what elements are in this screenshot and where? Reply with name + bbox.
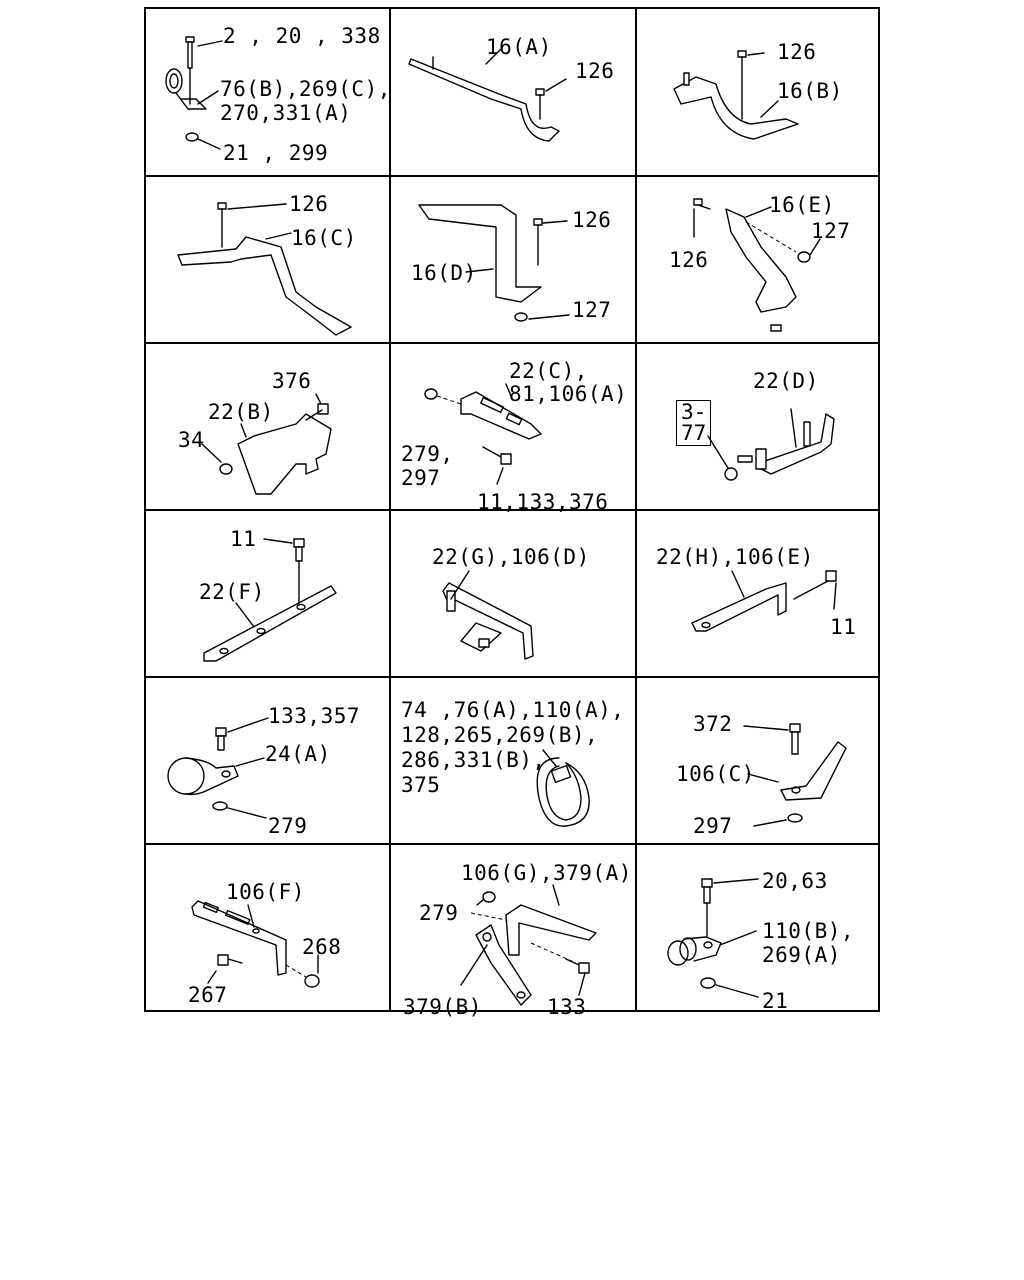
plate-22f-drawing: [203, 538, 337, 662]
part-label: 16(B): [777, 79, 843, 103]
bracket-22b-drawing: [201, 393, 332, 495]
part-label: 279: [419, 901, 459, 925]
part-label: 76(B),269(C),: [220, 77, 391, 101]
part-label: 372: [693, 712, 733, 736]
part-label: 297: [401, 466, 441, 490]
part-label: 267: [188, 983, 228, 1007]
part-label: 106(F): [226, 880, 305, 904]
parts-diagram-grid: 2 , 20 , 338 76(B),269(C), 270,331(A) 21…: [144, 7, 880, 1018]
clip-110b-drawing: [667, 878, 759, 998]
bracket-16e-drawing: [693, 198, 821, 332]
bracket-22h-drawing: [691, 570, 837, 632]
part-label: 16(C): [291, 226, 357, 250]
bracket-16a-drawing: [408, 48, 567, 142]
part-label: 297: [693, 814, 733, 838]
part-label: 21: [762, 989, 789, 1013]
part-label: 126: [669, 248, 709, 272]
grid-divider: [146, 175, 878, 177]
bracket-16b-drawing: [673, 50, 799, 140]
part-label: 11: [230, 527, 257, 551]
part-label: 74 ,76(A),110(A),: [401, 698, 625, 722]
part-label: 2 , 20 , 338: [223, 24, 381, 48]
bracket-16d-drawing: [418, 204, 570, 322]
grid-divider: [146, 843, 878, 845]
part-label: 133,357: [268, 704, 361, 728]
part-label: 268: [302, 935, 342, 959]
grid-divider: [146, 676, 878, 678]
part-label: 11,133,376: [477, 490, 609, 514]
cable-tie-drawing: [536, 749, 590, 827]
bracket-106c-drawing: [743, 723, 847, 827]
part-label: 110(B),: [762, 919, 855, 943]
bracket-106g-drawing: [460, 884, 597, 1006]
bracket-106f-drawing: [191, 900, 320, 988]
grid-divider: [146, 342, 878, 344]
part-label: 126: [572, 208, 612, 232]
part-label: 126: [575, 59, 615, 83]
part-label: 16(A): [486, 35, 552, 59]
part-label: 20,63: [762, 869, 828, 893]
part-label: 16(D): [411, 261, 477, 285]
part-label: 376: [272, 369, 312, 393]
part-label: 127: [572, 298, 612, 322]
part-label: 24(A): [265, 742, 331, 766]
part-label: 22(F): [199, 580, 265, 604]
part-label: 279: [268, 814, 308, 838]
part-label: 22(D): [753, 369, 819, 393]
reference-box: 3-77: [676, 400, 712, 446]
part-label: 106(C): [676, 762, 755, 786]
part-label: 270,331(A): [220, 101, 352, 125]
part-label: 133: [547, 995, 587, 1019]
part-label: 22(G),106(D): [432, 545, 590, 569]
part-label: 22(H),106(E): [656, 545, 814, 569]
part-label: 379(B): [403, 995, 482, 1019]
part-label: 269(A): [762, 943, 841, 967]
part-label: 106(G),379(A): [461, 861, 632, 885]
part-label: 11: [830, 615, 857, 639]
part-label: 279,: [401, 442, 454, 466]
part-label: 127: [811, 219, 851, 243]
part-label: 34: [178, 428, 205, 452]
part-label: 22(B): [208, 400, 274, 424]
part-label: 21 , 299: [223, 141, 329, 165]
bracket-16c-drawing: [177, 202, 352, 336]
clip-bolt-drawing: [165, 36, 223, 150]
bracket-22d-drawing: [707, 408, 835, 481]
grid-divider: [146, 509, 878, 511]
part-label: 286,331(B),: [401, 748, 546, 772]
part-label: 126: [289, 192, 329, 216]
part-label: 22(C),: [509, 359, 588, 383]
part-label: 16(E): [769, 193, 835, 217]
part-label: 126: [777, 40, 817, 64]
part-label: 81,106(A): [509, 382, 628, 406]
bracket-22g-drawing: [442, 570, 534, 660]
bracket-22c-drawing: [424, 383, 542, 485]
part-label: 375: [401, 773, 441, 797]
clip-24a-drawing: [167, 717, 269, 819]
part-label: 128,265,269(B),: [401, 723, 599, 747]
